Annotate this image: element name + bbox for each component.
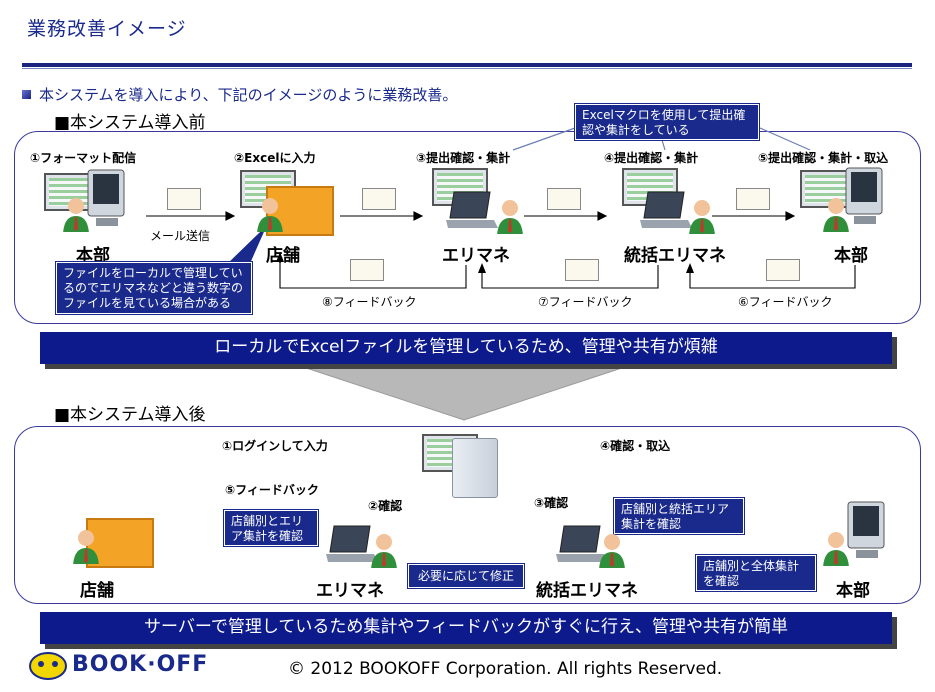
- after-area-callout: 店舗別とエリア集計を確認: [224, 510, 318, 546]
- after-step-1: ①ログインして入力: [222, 439, 328, 453]
- after-heading: ■本システム導入後: [54, 405, 206, 425]
- general-laptop-icon: [640, 191, 692, 228]
- after-store-person-icon: [73, 530, 99, 564]
- mail-icon-1: [167, 188, 201, 210]
- before-step-4: ④提出確認・集計: [604, 151, 699, 165]
- after-banner: サーバーで管理しているため集計やフィードバックがすぐに行え、管理や共有が簡単: [40, 612, 892, 644]
- after-hq-person-icon: [823, 532, 849, 566]
- after-step-3: ③確認: [534, 496, 569, 510]
- hq2-person-icon: [823, 198, 849, 232]
- title-rule-thin: [22, 68, 912, 69]
- copyright: © 2012 BOOKOFF Corporation. All rights R…: [288, 659, 723, 679]
- after-general-laptop-icon: [556, 525, 608, 562]
- intro-text: 本システムを導入により、下記のイメージのように業務改善。: [39, 86, 458, 104]
- after-general-callout: 店舗別と統括エリア集計を確認: [614, 498, 744, 534]
- title-rule: [22, 63, 912, 67]
- before-heading: ■本システム導入前: [54, 113, 206, 133]
- mail-send-label: メール送信: [150, 229, 211, 243]
- mail-icon-fb8: [350, 259, 384, 281]
- server-icon: [452, 438, 498, 498]
- store-shop-icon: [266, 186, 334, 236]
- after-area-person-icon: [371, 534, 397, 568]
- after-node-hq: 本部: [836, 581, 870, 601]
- feedback-6-label: ⑥フィードバック: [738, 295, 833, 309]
- bullet-icon: [22, 90, 31, 99]
- bookoff-logo: BOOK·OFF: [28, 648, 208, 680]
- after-step-5: ⑤フィードバック: [225, 483, 319, 497]
- area-person-icon: [497, 200, 523, 234]
- after-hq-callout: 店舗別と全体集計を確認: [696, 555, 816, 591]
- after-general-person-icon: [599, 534, 625, 568]
- before-node-store: 店舗: [266, 246, 300, 266]
- before-node-general: 統括エリマネ: [624, 246, 726, 266]
- before-node-hq2: 本部: [834, 246, 868, 266]
- correction-callout: 必要に応じて修正: [408, 564, 524, 588]
- hq-computer-icon: [87, 169, 125, 226]
- area-laptop-icon: [446, 191, 498, 228]
- after-area-laptop-icon: [326, 525, 378, 562]
- before-node-area: エリマネ: [442, 246, 510, 266]
- before-step-2: ②Excelに入力: [234, 151, 316, 165]
- before-node-hq: 本部: [76, 246, 110, 266]
- local-file-callout: ファイルをローカルで管理しているのでエリマネなどと違う数字のファイルを見ている場…: [56, 262, 252, 314]
- mail-icon-3: [547, 188, 581, 210]
- feedback-8-label: ⑧フィードバック: [322, 295, 417, 309]
- after-node-store: 店舗: [80, 581, 114, 601]
- mail-icon-fb7: [565, 259, 599, 281]
- after-step-4: ④確認・取込: [600, 439, 671, 453]
- mail-icon-4: [736, 188, 770, 210]
- intro-bullet: 本システムを導入により、下記のイメージのように業務改善。: [22, 84, 457, 105]
- feedback-7-label: ⑦フィードバック: [538, 295, 633, 309]
- mail-icon-fb6: [766, 259, 800, 281]
- after-step-2: ②確認: [368, 499, 403, 513]
- before-banner: ローカルでExcelファイルを管理しているため、管理や共有が煩雑: [40, 332, 892, 364]
- hq2-computer-icon: [845, 167, 883, 224]
- general-person-icon: [689, 200, 715, 234]
- after-node-area: エリマネ: [316, 581, 384, 601]
- before-step-1: ①フォーマット配信: [30, 151, 137, 165]
- page-title: 業務改善イメージ: [27, 18, 187, 40]
- logo-text: BOOK·OFF: [72, 651, 209, 677]
- after-hq-computer-icon: [847, 501, 885, 558]
- before-step-3: ③提出確認・集計: [416, 151, 511, 165]
- store-person-icon: [257, 198, 283, 232]
- mail-icon-2: [362, 188, 396, 210]
- macro-callout: Excelマクロを使用して提出確認や集計をしている: [575, 104, 759, 140]
- logo-mascot-icon: [29, 652, 67, 680]
- hq-person-icon: [63, 198, 89, 232]
- after-node-general: 統括エリマネ: [536, 581, 638, 601]
- before-step-5: ⑤提出確認・集計・取込: [758, 151, 889, 165]
